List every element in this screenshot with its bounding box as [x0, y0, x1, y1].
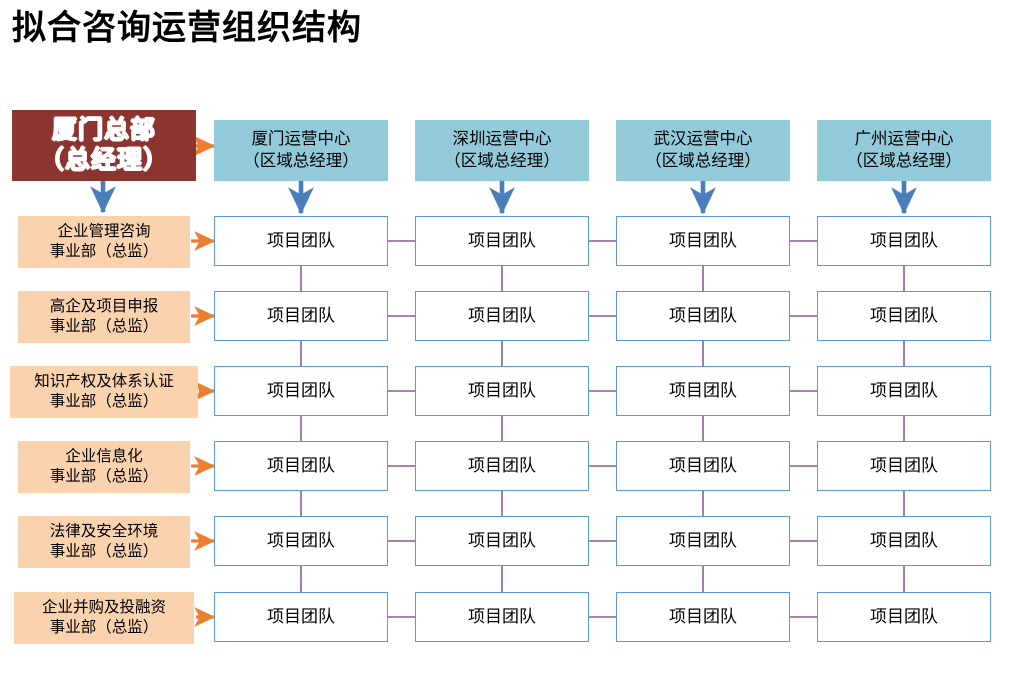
department-role: 事业部（总监） — [49, 393, 159, 410]
project-team-box[interactable]: 项目团队 — [616, 291, 790, 341]
department-box-management-consulting[interactable]: 企业管理咨询 事业部（总监） — [18, 216, 190, 268]
headquarters-box[interactable]: 厦门总部 （总经理） — [12, 110, 196, 181]
department-role: 事业部（总监） — [49, 243, 159, 260]
department-role: 事业部（总监） — [49, 468, 159, 485]
department-name: 企业管理咨询 — [57, 222, 151, 240]
department-box-ma-and-financing[interactable]: 企业并购及投融资 事业部（总监） — [14, 592, 194, 644]
project-team-label: 项目团队 — [669, 380, 737, 400]
project-team-box[interactable]: 项目团队 — [214, 291, 388, 341]
department-box-ip-and-certification[interactable]: 知识产权及体系认证 事业部（总监） — [10, 366, 198, 418]
center-role: （区域总经理） — [444, 151, 560, 170]
department-name: 企业信息化 — [65, 447, 143, 465]
project-team-box[interactable]: 项目团队 — [616, 516, 790, 566]
project-team-box[interactable]: 项目团队 — [817, 216, 991, 266]
department-name: 企业并购及投融资 — [41, 598, 166, 616]
project-team-label: 项目团队 — [669, 530, 737, 550]
grid-vertical-links — [300, 266, 905, 592]
department-role: 事业部（总监） — [49, 318, 159, 335]
project-team-label: 项目团队 — [669, 305, 737, 325]
center-role: （区域总经理） — [846, 151, 962, 170]
center-name: 厦门运营中心 — [251, 130, 351, 149]
project-team-label: 项目团队 — [669, 230, 737, 250]
center-box-shenzhen[interactable]: 深圳运营中心 （区域总经理） — [415, 120, 589, 181]
project-team-box[interactable]: 项目团队 — [415, 366, 589, 416]
center-box-guangzhou[interactable]: 广州运营中心 （区域总经理） — [817, 120, 991, 181]
center-name: 深圳运营中心 — [452, 130, 552, 149]
project-team-box[interactable]: 项目团队 — [817, 516, 991, 566]
project-team-box[interactable]: 项目团队 — [616, 366, 790, 416]
center-role: （区域总经理） — [645, 151, 761, 170]
department-name: 法律及安全环境 — [49, 522, 159, 540]
project-team-box[interactable]: 项目团队 — [616, 592, 790, 642]
project-team-box[interactable]: 项目团队 — [415, 216, 589, 266]
center-box-wuhan[interactable]: 武汉运营中心 （区域总经理） — [616, 120, 790, 181]
project-team-label: 项目团队 — [267, 530, 335, 550]
center-name: 武汉运营中心 — [653, 130, 753, 149]
project-team-label: 项目团队 — [870, 455, 938, 475]
project-team-label: 项目团队 — [468, 380, 536, 400]
project-team-label: 项目团队 — [468, 455, 536, 475]
project-team-box[interactable]: 项目团队 — [817, 366, 991, 416]
project-team-label: 项目团队 — [870, 606, 938, 626]
project-team-box[interactable]: 项目团队 — [415, 592, 589, 642]
project-team-label: 项目团队 — [267, 455, 335, 475]
project-team-label: 项目团队 — [669, 455, 737, 475]
project-team-label: 项目团队 — [468, 230, 536, 250]
project-team-box[interactable]: 项目团队 — [817, 291, 991, 341]
center-box-xiamen[interactable]: 厦门运营中心 （区域总经理） — [214, 120, 388, 181]
project-team-box[interactable]: 项目团队 — [415, 441, 589, 491]
project-team-box[interactable]: 项目团队 — [817, 592, 991, 642]
project-team-label: 项目团队 — [870, 380, 938, 400]
project-team-label: 项目团队 — [267, 606, 335, 626]
project-team-label: 项目团队 — [669, 606, 737, 626]
department-role: 事业部（总监） — [49, 619, 159, 636]
project-team-box[interactable]: 项目团队 — [415, 291, 589, 341]
project-team-label: 项目团队 — [870, 305, 938, 325]
project-team-box[interactable]: 项目团队 — [214, 516, 388, 566]
project-team-label: 项目团队 — [267, 230, 335, 250]
project-team-box[interactable]: 项目团队 — [214, 592, 388, 642]
headquarters-name: 厦门总部 — [51, 116, 156, 144]
department-box-legal-and-safety[interactable]: 法律及安全环境 事业部（总监） — [18, 516, 190, 568]
department-box-informatization[interactable]: 企业信息化 事业部（总监） — [18, 441, 190, 493]
headquarters-role: （总经理） — [38, 145, 169, 174]
project-team-label: 项目团队 — [468, 606, 536, 626]
project-team-label: 项目团队 — [870, 230, 938, 250]
project-team-box[interactable]: 项目团队 — [616, 441, 790, 491]
project-team-label: 项目团队 — [468, 530, 536, 550]
center-role: （区域总经理） — [243, 151, 359, 170]
arrow-center-to-team — [288, 181, 917, 215]
project-team-box[interactable]: 项目团队 — [616, 216, 790, 266]
arrow-department-to-team — [191, 231, 216, 627]
department-role: 事业部（总监） — [49, 543, 159, 560]
project-team-box[interactable]: 项目团队 — [214, 366, 388, 416]
project-team-box[interactable]: 项目团队 — [214, 216, 388, 266]
department-name: 知识产权及体系认证 — [34, 372, 174, 390]
department-name: 高企及项目申报 — [49, 297, 159, 315]
center-name: 广州运营中心 — [854, 130, 954, 149]
project-team-box[interactable]: 项目团队 — [214, 441, 388, 491]
project-team-box[interactable]: 项目团队 — [415, 516, 589, 566]
department-box-hightech-project-application[interactable]: 高企及项目申报 事业部（总监） — [18, 291, 190, 343]
project-team-label: 项目团队 — [468, 305, 536, 325]
page-title: 拟合咨询运营组织结构 — [12, 9, 362, 47]
project-team-label: 项目团队 — [267, 380, 335, 400]
project-team-label: 项目团队 — [870, 530, 938, 550]
project-team-label: 项目团队 — [267, 305, 335, 325]
grid-horizontal-links — [388, 240, 818, 618]
project-team-box[interactable]: 项目团队 — [817, 441, 991, 491]
